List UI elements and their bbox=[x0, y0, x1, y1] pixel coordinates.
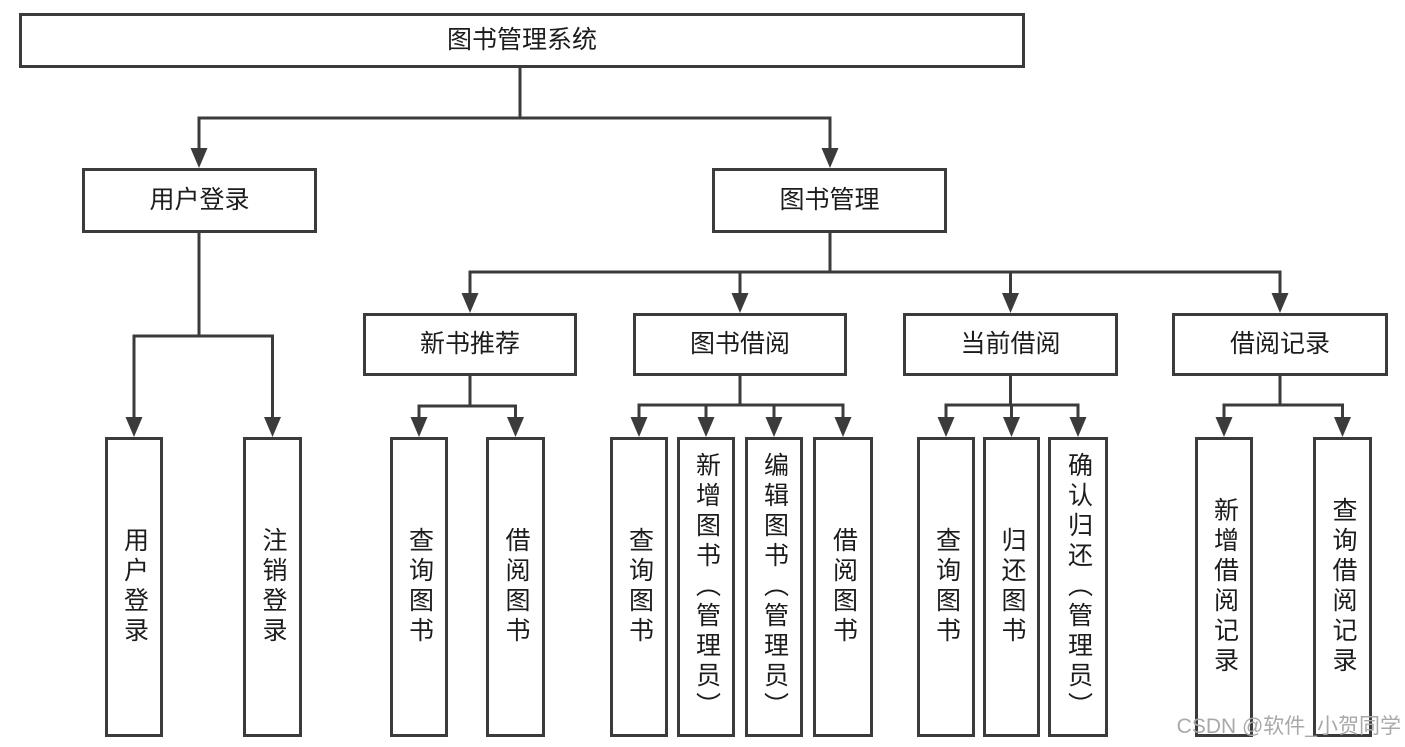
leaf-borrow-books-recommend-label: 借阅图书 bbox=[502, 527, 530, 647]
leaf-query-books-recommend-label: 查询图书 bbox=[405, 527, 434, 647]
node-root: 图书管理系统 bbox=[19, 13, 1025, 68]
node-root-label: 图书管理系统 bbox=[446, 26, 597, 54]
node-current-borrowing-label: 当前借阅 bbox=[960, 330, 1061, 358]
node-borrow-records: 借阅记录 bbox=[1172, 313, 1388, 376]
leaf-user-login: 用户登录 bbox=[105, 437, 163, 737]
leaf-confirm-return-admin-label: 确认归还（管理员） bbox=[1064, 452, 1093, 722]
node-user-login-label: 用户登录 bbox=[149, 186, 250, 214]
leaf-borrow-books-borrowing: 借阅图书 bbox=[813, 437, 873, 737]
leaf-edit-book-admin-label: 编辑图书（管理员） bbox=[760, 452, 789, 722]
leaf-query-borrow-record: 查询借阅记录 bbox=[1313, 437, 1372, 737]
node-book-borrowing-label: 图书借阅 bbox=[689, 330, 790, 358]
leaf-edit-book-admin: 编辑图书（管理员） bbox=[745, 437, 803, 737]
leaf-add-borrow-record: 新增借阅记录 bbox=[1195, 437, 1253, 737]
leaf-query-books-borrowing: 查询图书 bbox=[610, 437, 668, 737]
node-new-book-recommend-label: 新书推荐 bbox=[419, 330, 520, 358]
leaf-query-books-current: 查询图书 bbox=[917, 437, 975, 737]
leaf-confirm-return-admin: 确认归还（管理员） bbox=[1048, 437, 1108, 737]
node-book-borrowing: 图书借阅 bbox=[633, 313, 847, 376]
leaf-add-book-admin: 新增图书（管理员） bbox=[677, 437, 735, 737]
node-new-book-recommend: 新书推荐 bbox=[363, 313, 577, 376]
leaf-return-books-label: 归还图书 bbox=[998, 527, 1026, 647]
leaf-query-books-recommend: 查询图书 bbox=[390, 437, 448, 737]
leaf-add-borrow-record-label: 新增借阅记录 bbox=[1210, 497, 1239, 677]
node-book-management: 图书管理 bbox=[712, 168, 947, 233]
leaf-add-book-admin-label: 新增图书（管理员） bbox=[692, 452, 721, 722]
leaf-borrow-books-borrowing-label: 借阅图书 bbox=[829, 527, 858, 647]
leaf-borrow-books-recommend: 借阅图书 bbox=[486, 437, 545, 737]
node-user-login: 用户登录 bbox=[82, 168, 317, 233]
leaf-query-borrow-record-label: 查询借阅记录 bbox=[1329, 497, 1357, 677]
node-borrow-records-label: 借阅记录 bbox=[1229, 330, 1330, 358]
leaf-query-books-borrowing-label: 查询图书 bbox=[625, 527, 654, 647]
leaf-logout: 注销登录 bbox=[243, 437, 302, 737]
node-book-management-label: 图书管理 bbox=[779, 186, 880, 214]
leaf-user-login-label: 用户登录 bbox=[120, 527, 149, 647]
watermark: CSDN @软件_小贺同学 bbox=[1176, 715, 1401, 738]
leaf-logout-label: 注销登录 bbox=[259, 527, 287, 647]
leaf-query-books-current-label: 查询图书 bbox=[932, 527, 961, 647]
node-current-borrowing: 当前借阅 bbox=[903, 313, 1118, 376]
leaf-return-books: 归还图书 bbox=[983, 437, 1040, 737]
